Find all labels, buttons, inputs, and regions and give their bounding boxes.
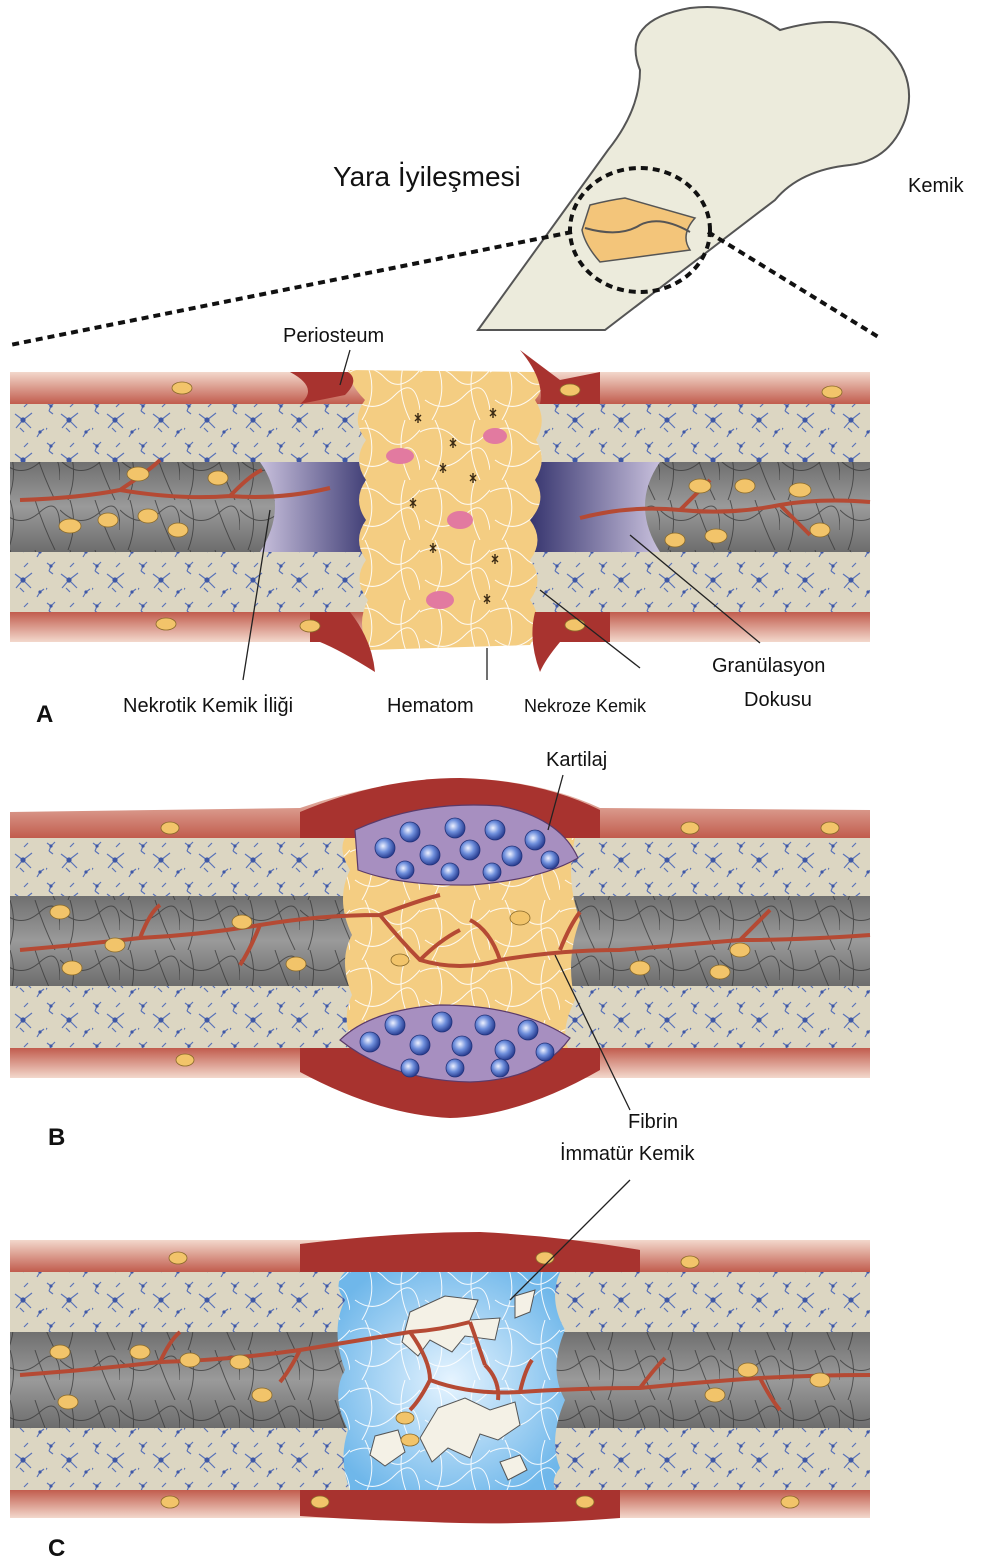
panel-letter-c: C	[48, 1535, 65, 1562]
bone-overview: Yara İyileşmesi Kemik	[10, 7, 965, 345]
label-immature-bone: İmmatür Kemik	[560, 1142, 695, 1165]
panel-a: Periosteum A Nekrotik Kemik İliği Hemato…	[10, 325, 870, 728]
bone-shaft	[478, 7, 909, 330]
label-hematoma: Hematom	[387, 695, 474, 717]
zoom-line-right	[708, 232, 880, 338]
panel-b: Kartilaj Fibrin B	[10, 749, 870, 1151]
periosteum-top-c-dark	[300, 1232, 640, 1272]
label-granulation-line2: Dokusu	[744, 689, 812, 711]
label-necrotic-marrow: Nekrotik Kemik İliği	[123, 694, 293, 717]
bone-label: Kemik	[908, 175, 965, 197]
diagram-title: Yara İyileşmesi	[333, 161, 521, 192]
label-periosteum: Periosteum	[283, 325, 384, 347]
panel-letter-a: A	[36, 701, 53, 728]
label-cartilage: Kartilaj	[546, 749, 607, 771]
label-granulation-line1: Granülasyon	[712, 655, 825, 677]
label-necrotic-bone: Nekroze Kemik	[524, 696, 647, 716]
label-fibrin: Fibrin	[628, 1111, 678, 1133]
periosteum-bottom-c-dark	[300, 1490, 620, 1523]
panel-c: İmmatür Kemik C	[10, 1142, 870, 1562]
panel-letter-b: B	[48, 1124, 65, 1151]
